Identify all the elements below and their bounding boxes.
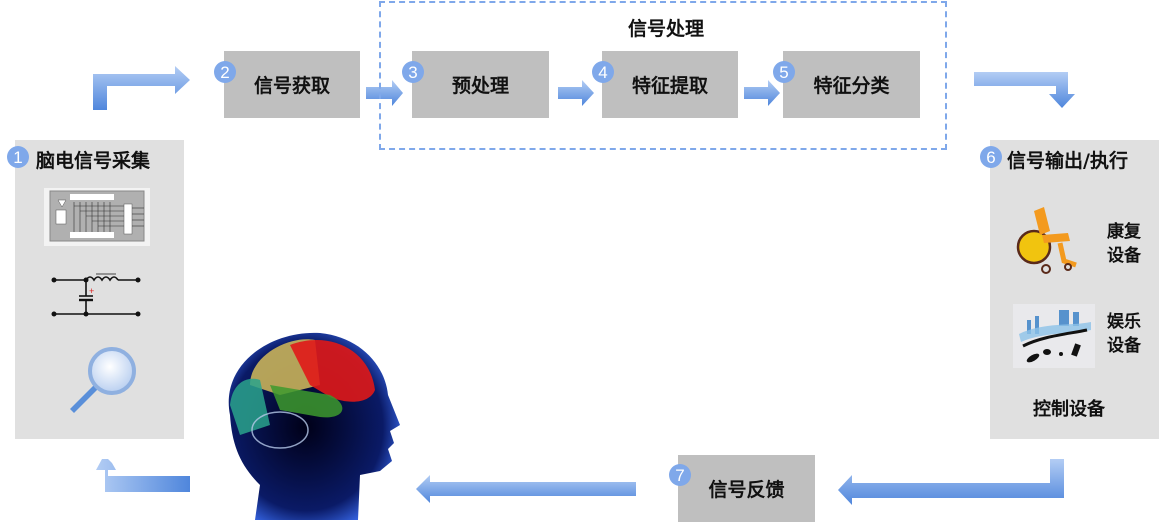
wheelchair-icon bbox=[1016, 207, 1077, 274]
control-device-label: 控制设备 bbox=[1033, 399, 1105, 420]
step-feature-classification: 特征分类 bbox=[783, 51, 920, 118]
filter-circuit-icon: + bbox=[51, 273, 141, 317]
step-label: 信号获取 bbox=[253, 75, 330, 97]
step-signal-acquisition: 信号获取 bbox=[224, 51, 360, 118]
device-label-line: 设备 bbox=[1107, 336, 1141, 356]
device-label-line: 康复 bbox=[1107, 222, 1141, 242]
circuit-diagram-icon bbox=[44, 188, 150, 246]
step-label: 特征提取 bbox=[631, 75, 708, 97]
step-label: 特征分类 bbox=[813, 75, 890, 97]
human-head-brain-icon bbox=[228, 332, 400, 520]
step-number-badge: 2 bbox=[214, 61, 236, 83]
device-label-line: 娱乐 bbox=[1107, 312, 1141, 332]
step-number-badge: 4 bbox=[592, 61, 614, 83]
svg-text:+: + bbox=[89, 286, 94, 296]
step-number-badge: 6 bbox=[980, 146, 1002, 168]
panel-title: 信号输出/执行 bbox=[1007, 150, 1128, 172]
group-title: 信号处理 bbox=[628, 18, 705, 40]
step-number-badge: 5 bbox=[773, 61, 795, 83]
device-label-entertainment: 娱乐 设备 bbox=[1107, 310, 1147, 358]
step-feature-extraction: 特征提取 bbox=[602, 51, 738, 118]
device-label-rehab: 康复 设备 bbox=[1107, 220, 1147, 268]
step-signal-feedback: 信号反馈 bbox=[678, 455, 815, 522]
step-label: 预处理 bbox=[451, 75, 509, 97]
signal-processing-group bbox=[379, 1, 947, 150]
step-label: 信号反馈 bbox=[708, 479, 785, 501]
device-label-line: 设备 bbox=[1107, 246, 1141, 266]
step-number-badge: 1 bbox=[7, 146, 29, 168]
magnifier-icon bbox=[70, 347, 136, 413]
step-number-badge: 7 bbox=[669, 464, 691, 486]
step-number-badge: 3 bbox=[402, 61, 424, 83]
output-panel bbox=[990, 140, 1159, 439]
entertainment-device-icon bbox=[1013, 304, 1095, 368]
step-preprocess: 预处理 bbox=[412, 51, 549, 118]
panel-title: 脑电信号采集 bbox=[36, 150, 151, 172]
